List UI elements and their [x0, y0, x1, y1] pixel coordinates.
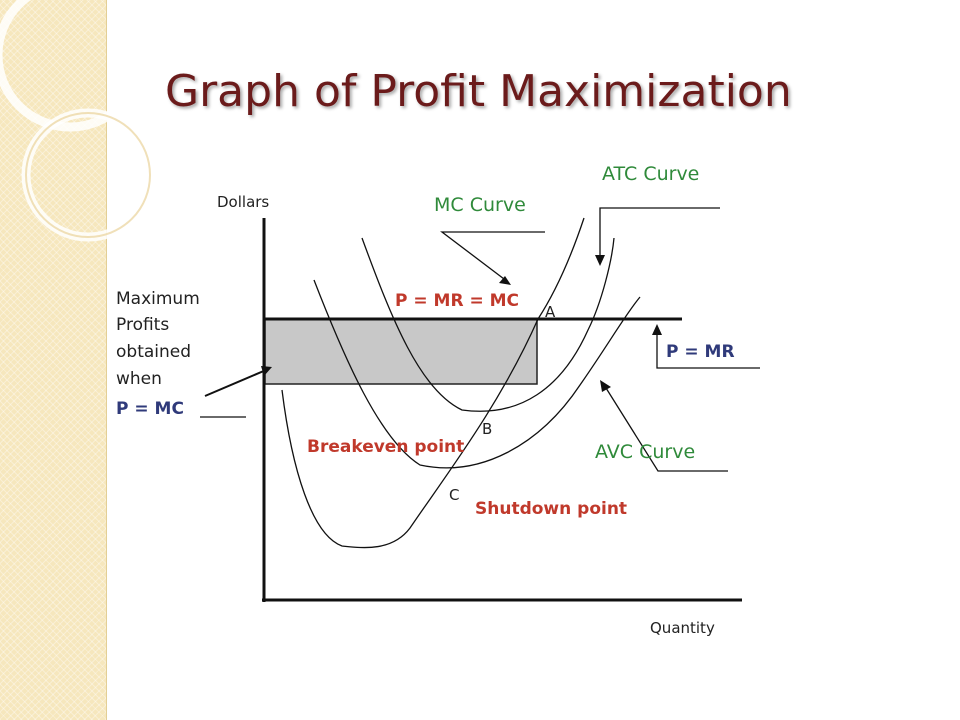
- atc-callout-line: [599, 207, 720, 258]
- price-callout-line: [656, 332, 760, 369]
- breakeven-label: Breakeven point: [307, 437, 464, 457]
- intersection-label: P = MR = MC: [395, 291, 519, 311]
- point-c-label: C: [449, 486, 459, 504]
- shutdown-label: Shutdown point: [475, 499, 627, 519]
- avc-callout-arrowhead: [600, 380, 611, 392]
- atc-curve-label: ATC Curve: [602, 163, 699, 185]
- atc-callout-arrowhead: [595, 255, 605, 266]
- point-a-label: A: [545, 303, 556, 321]
- profit-area: [264, 318, 538, 385]
- max-profit-arrowhead: [261, 366, 272, 376]
- avc-curve-label: AVC Curve: [595, 441, 695, 463]
- mc-curve-label: MC Curve: [434, 194, 526, 216]
- atc-curve: [361, 237, 615, 412]
- mc-curve: [281, 217, 585, 549]
- price-callout-arrowhead: [652, 324, 662, 335]
- max-profit-note-line-3: obtained: [116, 342, 191, 362]
- point-b-label: B: [482, 420, 492, 438]
- max-profit-note-line-4: when: [116, 369, 162, 389]
- mc-callout-line: [440, 231, 545, 283]
- price-line-label: P = MR: [666, 342, 735, 362]
- max-profit-note-line-1: Maximum: [116, 289, 200, 309]
- max-profit-note-line-2: Profits: [116, 315, 169, 335]
- x-axis-label: Quantity: [650, 619, 715, 637]
- max-profit-condition: P = MC: [116, 399, 184, 419]
- max-profit-callout-line: [204, 369, 267, 397]
- slide-title: Graph of Profit Maximization: [165, 66, 792, 117]
- y-axis-label: Dollars: [217, 193, 269, 211]
- avc-curve: [313, 279, 641, 469]
- mc-callout-arrowhead: [499, 276, 511, 285]
- decorative-rings: [0, 0, 155, 242]
- avc-callout-line: [605, 387, 728, 472]
